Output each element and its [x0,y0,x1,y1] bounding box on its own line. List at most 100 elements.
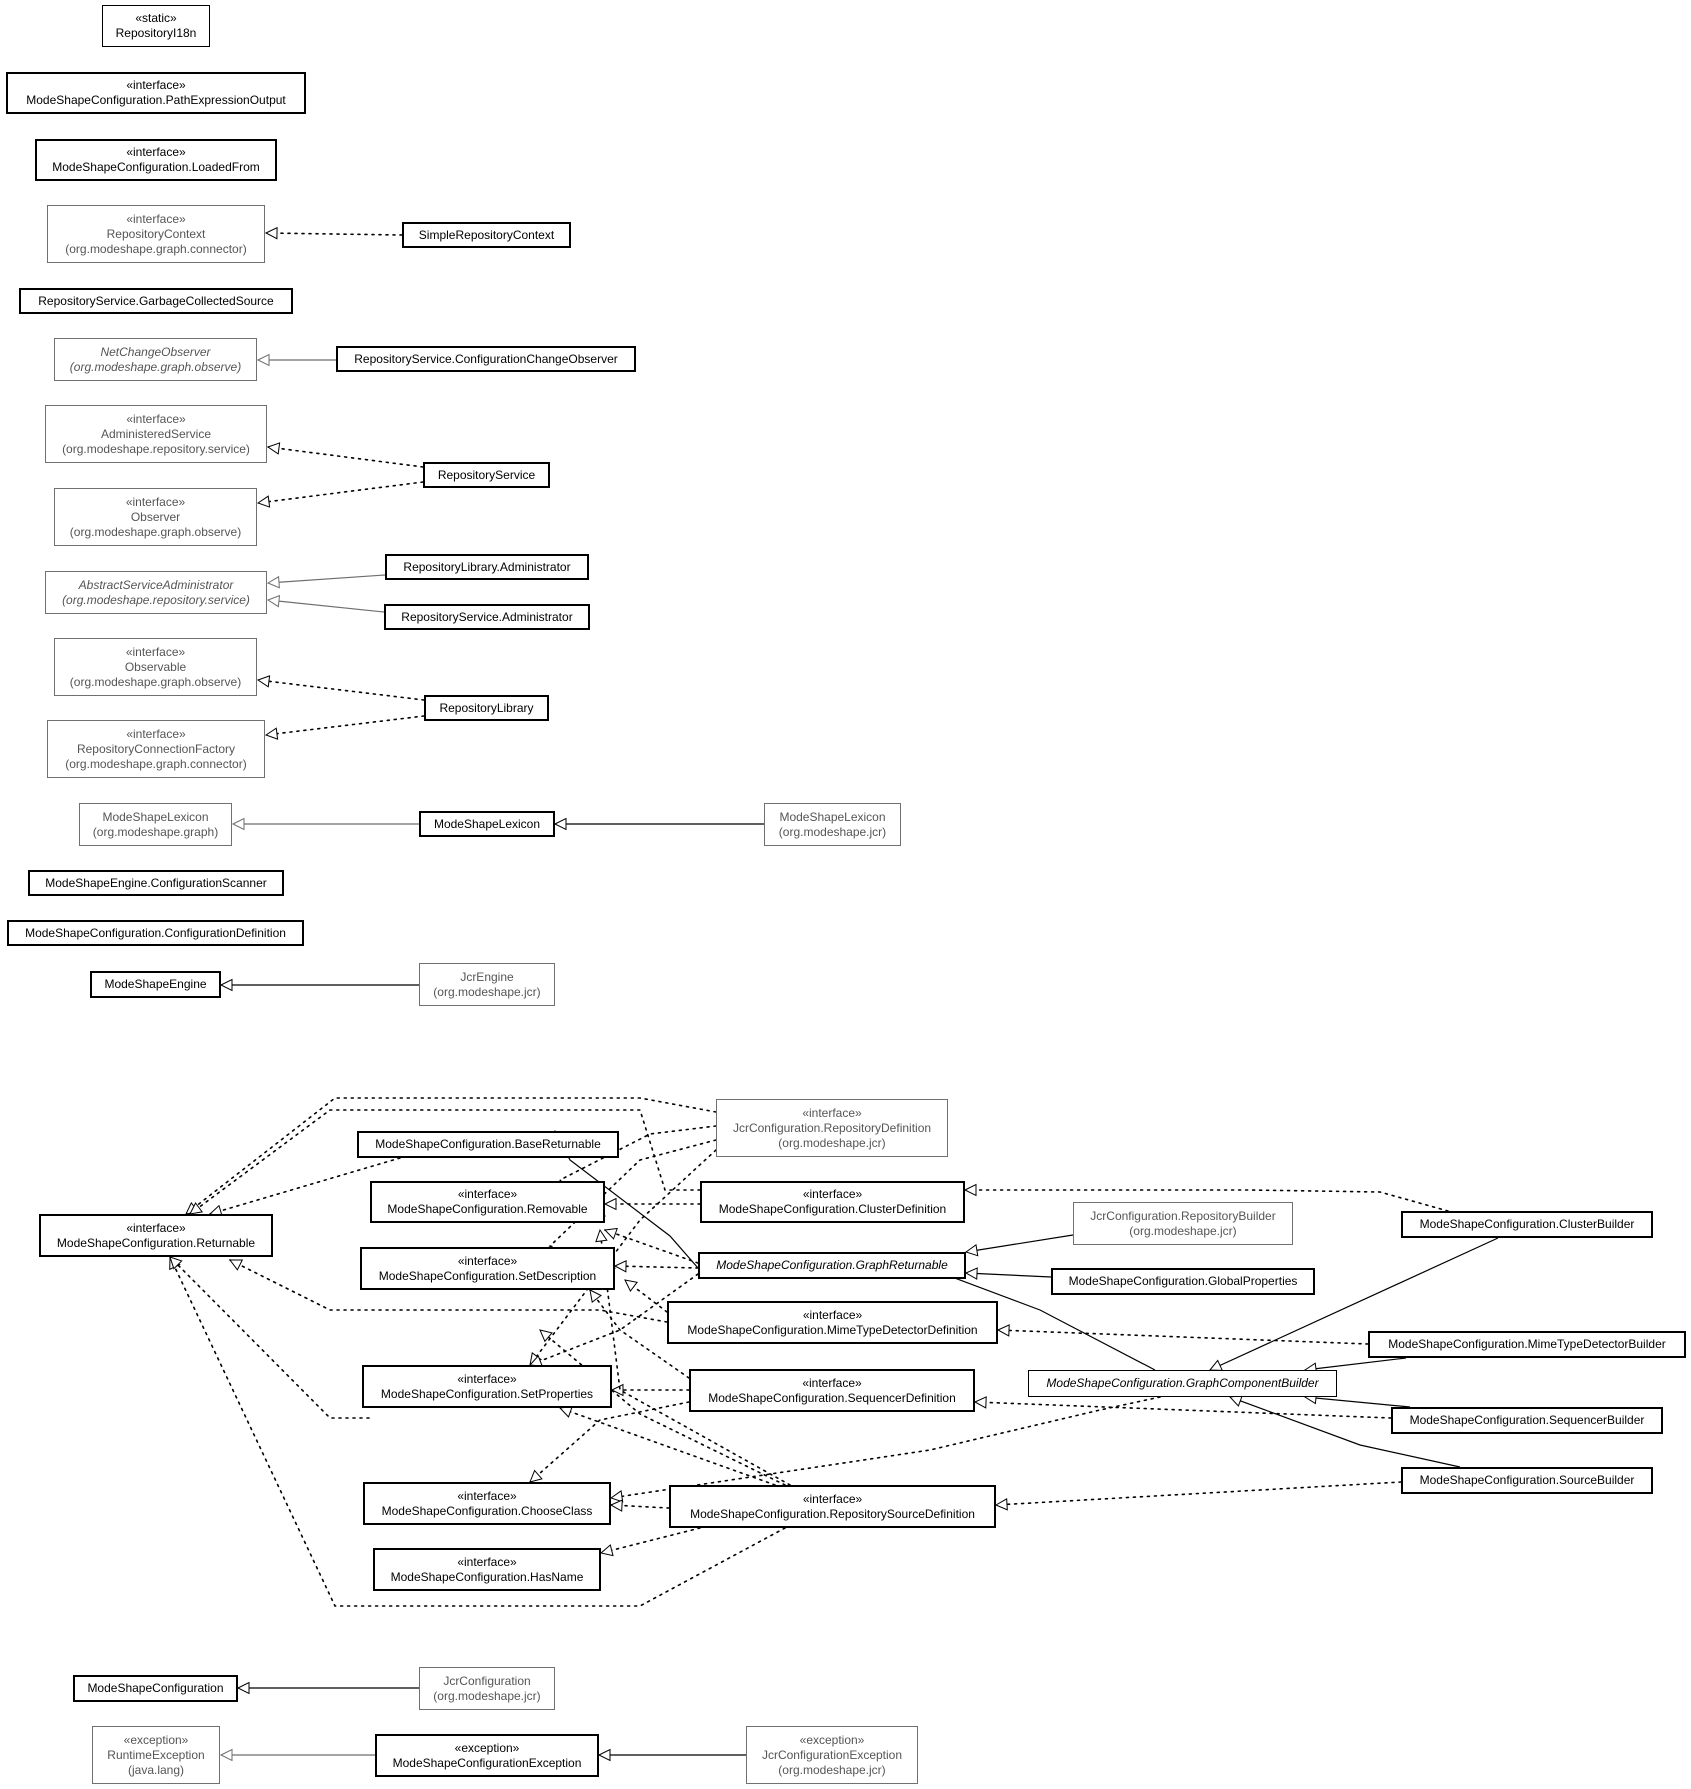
class-graph-returnable[interactable]: ModeShapeConfiguration.GraphReturnable [698,1252,966,1279]
class-jcr-engine[interactable]: JcrEngine (org.modeshape.jcr) [419,963,555,1006]
interface-removable[interactable]: «interface» ModeShapeConfiguration.Remov… [370,1181,605,1223]
node-line: «interface» [126,211,186,226]
class-cluster-builder[interactable]: ModeShapeConfiguration.ClusterBuilder [1401,1211,1653,1238]
class-modeshape-lexicon[interactable]: ModeShapeLexicon [419,811,555,837]
class-simple-repository-context[interactable]: SimpleRepositoryContext [402,222,571,248]
class-repository-library[interactable]: RepositoryLibrary [424,695,549,721]
class-graph-component-builder[interactable]: ModeShapeConfiguration.GraphComponentBui… [1028,1370,1337,1397]
node-line: ModeShapeConfiguration.MimeTypeDetectorB… [1388,1337,1666,1351]
class-repository-i18n[interactable]: «static» RepositoryI18n [102,5,210,47]
class-configuration-definition[interactable]: ModeShapeConfiguration.ConfigurationDefi… [7,920,304,946]
class-modeshape-lexicon-graph[interactable]: ModeShapeLexicon (org.modeshape.graph) [79,803,232,846]
node-line: Observable [124,659,187,674]
node-line: ModeShapeLexicon [433,816,541,831]
node-line: RuntimeException [107,1747,205,1762]
class-sequencer-builder[interactable]: ModeShapeConfiguration.SequencerBuilder [1391,1407,1663,1434]
arrowhead-icon [624,1279,638,1292]
node-line: «interface» [126,726,186,741]
node-line: «interface» [126,1220,186,1235]
interface-jcr-repository-definition[interactable]: «interface» JcrConfiguration.RepositoryD… [716,1099,948,1157]
interface-observable[interactable]: «interface» Observable (org.modeshape.gr… [54,638,257,696]
class-garbage-collected-source[interactable]: RepositoryService.GarbageCollectedSource [19,288,293,314]
node-line: ModeShapeConfiguration.Removable [387,1202,588,1216]
interface-set-description[interactable]: «interface» ModeShapeConfiguration.SetDe… [360,1247,615,1290]
interface-cluster-definition[interactable]: «interface» ModeShapeConfiguration.Clust… [700,1181,965,1223]
node-line: «interface» [125,494,186,509]
arrowhead-icon [266,442,281,455]
class-repository-library-administrator[interactable]: RepositoryLibrary.Administrator [385,554,589,580]
node-line: «interface» [457,1253,518,1268]
node-line: ModeShapeConfiguration.SetDescription [378,1268,597,1283]
edge-jcr-configuration [236,1681,419,1695]
class-jcr-configuration[interactable]: JcrConfiguration (org.modeshape.jcr) [419,1667,555,1710]
node-line: (org.modeshape.jcr) [778,824,887,839]
class-jcr-configuration-exception[interactable]: «exception» JcrConfigurationException (o… [746,1726,918,1784]
class-configuration-change-observer[interactable]: RepositoryService.ConfigurationChangeObs… [336,346,636,372]
interface-repository-connection-factory[interactable]: «interface» RepositoryConnectionFactory … [47,720,265,778]
arrowhead-icon [264,226,278,240]
node-line: ModeShapeLexicon [779,809,886,824]
class-jcr-repository-builder[interactable]: JcrConfiguration.RepositoryBuilder (org.… [1073,1202,1293,1245]
edge-repository-service-administered [266,442,424,468]
node-line: «interface» [802,1375,862,1390]
node-line: (org.modeshape.graph.observe) [69,674,242,689]
arrowhead-icon [613,1259,627,1273]
edge-mime-setdescription [624,1279,668,1313]
class-abstract-service-administrator[interactable]: AbstractServiceAdministrator (org.modesh… [45,571,267,614]
class-runtime-exception[interactable]: «exception» RuntimeException (java.lang) [92,1726,220,1784]
class-repository-service[interactable]: RepositoryService [423,462,550,488]
arrowhead-icon [609,1490,624,1503]
edge-library-observable [256,675,425,701]
class-source-builder[interactable]: ModeShapeConfiguration.SourceBuilder [1401,1467,1653,1494]
class-global-properties[interactable]: ModeShapeConfiguration.GlobalProperties [1051,1268,1315,1295]
node-line: RepositoryService.Administrator [401,609,573,624]
edge-sequencer-chooseclass [529,1401,690,1483]
interface-repository-context[interactable]: «interface» RepositoryContext (org.modes… [47,205,265,263]
arrowhead-icon [236,1681,250,1695]
interface-loaded-from[interactable]: «interface» ModeShapeConfiguration.Loade… [35,139,277,181]
node-line: AbstractServiceAdministrator [78,577,234,592]
node-line: ModeShapeConfiguration.SourceBuilder [1419,1473,1635,1487]
node-line: ModeShapeConfigurationException [392,1755,582,1770]
edge-mime-returnable [229,1259,668,1323]
interface-mime-type-detector-definition[interactable]: «interface» ModeShapeConfiguration.MimeT… [667,1301,998,1344]
arrowhead-icon [994,1498,1008,1511]
interface-choose-class[interactable]: «interface» ModeShapeConfiguration.Choos… [363,1482,611,1525]
arrowhead-icon [964,1243,979,1257]
class-base-returnable[interactable]: ModeShapeConfiguration.BaseReturnable [357,1131,619,1158]
interface-sequencer-definition[interactable]: «interface» ModeShapeConfiguration.Seque… [689,1369,975,1412]
interface-repository-source-definition[interactable]: «interface» ModeShapeConfiguration.Repos… [669,1485,996,1528]
class-modeshape-lexicon-jcr[interactable]: ModeShapeLexicon (org.modeshape.jcr) [764,803,901,846]
arrowhead-icon [553,817,567,831]
node-line: RepositoryLibrary [439,700,534,715]
arrowhead-icon [609,1499,623,1512]
class-modeshape-engine[interactable]: ModeShapeEngine [90,971,221,998]
node-line: ModeShapeConfiguration.SequencerBuilder [1409,1413,1645,1427]
arrowhead-icon [231,817,245,831]
class-net-change-observer[interactable]: NetChangeObserver (org.modeshape.graph.o… [54,338,257,381]
arrowhead-icon [219,978,233,992]
node-line: «interface» [126,145,186,159]
node-line: (org.modeshape.jcr) [778,1135,886,1150]
node-line: (org.modeshape.graph.connector) [65,241,247,256]
edge-configuration-change-observer [256,353,336,367]
edge-sequencer-builder-definition [973,1396,1392,1419]
interface-administered-service[interactable]: «interface» AdministeredService (org.mod… [45,405,267,463]
class-repository-service-administrator[interactable]: RepositoryService.Administrator [384,604,590,630]
class-configuration-scanner[interactable]: ModeShapeEngine.ConfigurationScanner [28,870,284,896]
edge-graph-returnable-setdescription [613,1259,699,1273]
node-line: ModeShapeEngine [104,977,207,991]
edge-repository-source-hasname [599,1527,701,1557]
interface-path-expression-output[interactable]: «interface» ModeShapeConfiguration.PathE… [6,72,306,114]
node-line: ModeShapeConfiguration.ClusterBuilder [1419,1217,1635,1231]
node-line: «interface» [125,644,186,659]
class-modeshape-configuration-exception[interactable]: «exception» ModeShapeConfigurationExcept… [375,1734,599,1777]
class-modeshape-configuration[interactable]: ModeShapeConfiguration [73,1675,238,1702]
arrowhead-icon [603,1197,617,1211]
interface-returnable[interactable]: «interface» ModeShapeConfiguration.Retur… [39,1214,273,1257]
interface-has-name[interactable]: «interface» ModeShapeConfiguration.HasNa… [373,1548,601,1591]
interface-set-properties[interactable]: «interface» ModeShapeConfiguration.SetPr… [362,1365,612,1408]
interface-observer[interactable]: «interface» Observer (org.modeshape.grap… [54,488,257,546]
arrowhead-icon [189,1202,203,1215]
class-mime-type-detector-builder[interactable]: ModeShapeConfiguration.MimeTypeDetectorB… [1368,1331,1686,1358]
